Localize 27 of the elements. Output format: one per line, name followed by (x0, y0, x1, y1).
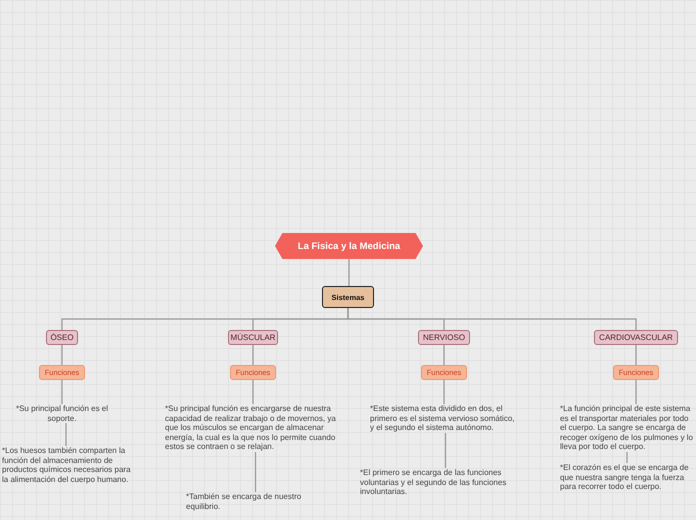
connector-line (626, 452, 628, 463)
connector-line (444, 433, 446, 468)
connector-line (635, 380, 637, 404)
connector-line (443, 345, 445, 365)
connector-line (61, 380, 63, 404)
note-text: *Los huesos también comparten la función del almacenamiento de productos químicos necesarios para la alimentación del cuerpo humano. (2, 446, 138, 484)
connector-line (347, 308, 637, 330)
connector-line (61, 345, 63, 365)
note-text: *La función principal de este sistema es el transportar materiales por todo el cuerpo. La sangre se encarga de recoger oxígeno de los pulmones y lo lleva por todo el cuerpo. (560, 404, 694, 452)
system-box: NERVIOSO (418, 330, 470, 345)
title-banner: La Fisica y la Medicina (275, 233, 423, 259)
connector-line (254, 452, 256, 492)
system-box: MÚSCULAR (228, 330, 278, 345)
note-text: *Este sistema esta dividido en dos, el primero es el sistema vervioso somático, y el segundo el sistema autónomo. (370, 404, 520, 433)
note-text: *También se encarga de nuestro equilibrio. (186, 492, 331, 512)
connector-line (635, 345, 637, 365)
connector-line (443, 380, 445, 404)
note-text: *Su principal función es el soporte. (4, 404, 120, 424)
connector-line (65, 423, 67, 446)
note-text: *El primero se encarga de las funciones voluntarias y el segundo de las funciones involuntarias. (360, 468, 532, 497)
system-box: ÓSEO (46, 330, 78, 345)
note-text: *Su principal función es encargarse de nuestra capacidad de realizar trabajo o de movernos, ya que los músculos se encargan de almacenar energía, la cual es la que nos lo permite cuando estos se contraen o se relajan. (165, 404, 340, 452)
connector-line (252, 345, 254, 365)
note-text: *El corazón es el que se encarga de que nuestra sangre tenga la fuerza para recorrer todo el cuerpo. (560, 463, 694, 492)
connector-line (252, 380, 254, 404)
connector-line (348, 259, 350, 286)
system-box: CARDIOVASCULAR (594, 330, 678, 345)
